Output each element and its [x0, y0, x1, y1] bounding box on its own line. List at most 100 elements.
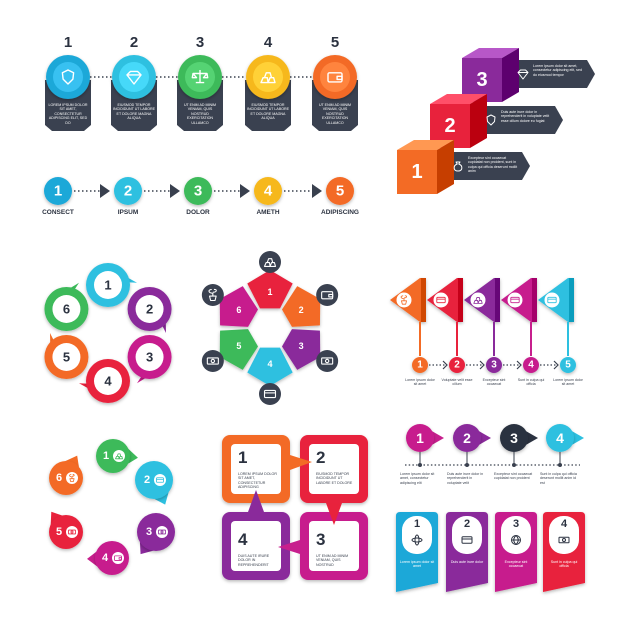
bubble-number: 3 — [510, 430, 518, 446]
money-bag-icon — [453, 161, 463, 172]
cube-number: 3 — [476, 69, 487, 91]
diamond-icon — [126, 70, 142, 85]
card-icon — [510, 296, 520, 304]
cube-top — [397, 140, 454, 150]
money-icon — [321, 357, 334, 365]
pin-icon-bg — [112, 552, 124, 564]
money-icon-part — [158, 529, 166, 535]
flag-chevron — [479, 360, 485, 370]
square-number: 2 — [316, 448, 326, 467]
wallet-icon-part — [328, 293, 334, 298]
pin-number: 3 — [146, 526, 152, 538]
gold-bars-icon — [263, 258, 277, 267]
gold-bars-icon — [260, 72, 276, 84]
flow-number: 3 — [194, 183, 202, 200]
flag-text: Voluptate velit esse cillum — [441, 378, 473, 387]
tag-window — [452, 516, 482, 554]
flow-circle — [44, 177, 72, 205]
flow-circle — [254, 177, 282, 205]
gold-bars-icon-part — [473, 297, 483, 304]
wallet-icon — [327, 72, 343, 83]
pin-icon-bg — [113, 450, 125, 462]
flag-edge — [458, 278, 463, 322]
flow-circle — [184, 177, 212, 205]
money-icon — [558, 536, 570, 544]
bubble-text: Duis aute irure dolor in reprehenderit i… — [447, 472, 484, 485]
flag-chevron — [553, 360, 559, 370]
wallet-icon-part — [118, 557, 122, 560]
ring-number: 1 — [104, 278, 111, 293]
shield-icon-part — [61, 69, 75, 85]
card-icon — [461, 536, 473, 544]
card-icon-part — [436, 296, 446, 304]
bubble-circle — [453, 424, 481, 452]
plant-icon — [400, 295, 408, 305]
square-inner — [309, 444, 359, 494]
tag-text: Lorem ipsum dolor sit amet — [399, 560, 435, 569]
plant-icon-part — [208, 288, 217, 302]
step-circle-inner — [53, 62, 83, 92]
segment-number: 4 — [267, 359, 272, 369]
ring-segment — [219, 286, 259, 327]
money-icon-part — [210, 358, 216, 364]
money-icon-part — [324, 358, 330, 364]
segment-icon-circle — [316, 284, 339, 306]
money-icon-part — [206, 357, 219, 365]
step-number: 4 — [263, 34, 273, 51]
square-text: LOREM IPSUM DOLOR SIT AMET, CONSECTETUR … — [238, 472, 277, 490]
flow-number: 2 — [124, 183, 132, 200]
flow-circle — [114, 177, 142, 205]
step-number: 2 — [129, 34, 139, 51]
gold-bars-icon-part — [263, 258, 277, 267]
ring-pin-tip — [79, 383, 110, 400]
diamond-icon-part — [126, 70, 142, 85]
flag-text: Lorem ipsum dolor sit amet — [405, 378, 435, 387]
segment-number: 1 — [267, 287, 272, 297]
card-icon — [156, 477, 164, 483]
flag-edge — [495, 278, 500, 322]
atom-icon — [411, 534, 423, 546]
flag-number-circle — [412, 357, 428, 373]
flag-number: 2 — [454, 360, 460, 371]
bubble-circle — [500, 424, 528, 452]
flag-number: 3 — [491, 360, 497, 371]
pin-number: 4 — [102, 552, 109, 564]
flag-number: 5 — [565, 360, 571, 371]
bubble-number: 4 — [556, 430, 564, 446]
flag-number-circle — [523, 357, 539, 373]
flag-number-circle — [560, 357, 576, 373]
gold-bars-icon-part — [115, 453, 123, 460]
flag-number: 4 — [528, 360, 534, 371]
cube-side — [437, 140, 454, 194]
bubble-tail — [430, 430, 444, 446]
diamond-icon — [517, 69, 529, 80]
step-text: UT ENIM AD MINIM VENIAM, QUIS NOSTRUD EX… — [183, 103, 217, 125]
segment-icon-circle — [259, 251, 281, 273]
tag-number: 4 — [561, 518, 568, 530]
cube-text: Excepteur sint occaecat cupidatat non pr… — [468, 156, 518, 174]
cube-side — [470, 94, 487, 148]
step-text: LOREM IPSUM DOLOR SIT AMET, CONSECTETUR … — [48, 103, 88, 125]
cube-label-bar — [519, 60, 595, 88]
ring-number: 2 — [146, 302, 153, 317]
cube-number: 1 — [411, 161, 422, 183]
pin-icon-bg — [156, 526, 168, 538]
ring-segment — [247, 347, 293, 386]
cube-label-bar — [454, 152, 530, 180]
pin-number: 1 — [103, 450, 109, 462]
square-connector — [248, 490, 264, 512]
step-circle-inner — [119, 62, 149, 92]
ring-segment — [219, 329, 259, 370]
bubble-dot — [512, 463, 516, 467]
step-number: 1 — [63, 34, 73, 51]
card-icon — [263, 389, 277, 399]
flag-text: Sunt in culpa qui officia — [517, 378, 545, 387]
ring-circle-center — [94, 271, 122, 299]
wallet-icon-part — [336, 75, 343, 81]
tag-number: 1 — [414, 518, 420, 530]
pin-number: 2 — [144, 474, 150, 486]
ring-segment — [247, 270, 293, 309]
square-inner — [309, 521, 359, 571]
money-bag-icon-part — [453, 161, 463, 172]
